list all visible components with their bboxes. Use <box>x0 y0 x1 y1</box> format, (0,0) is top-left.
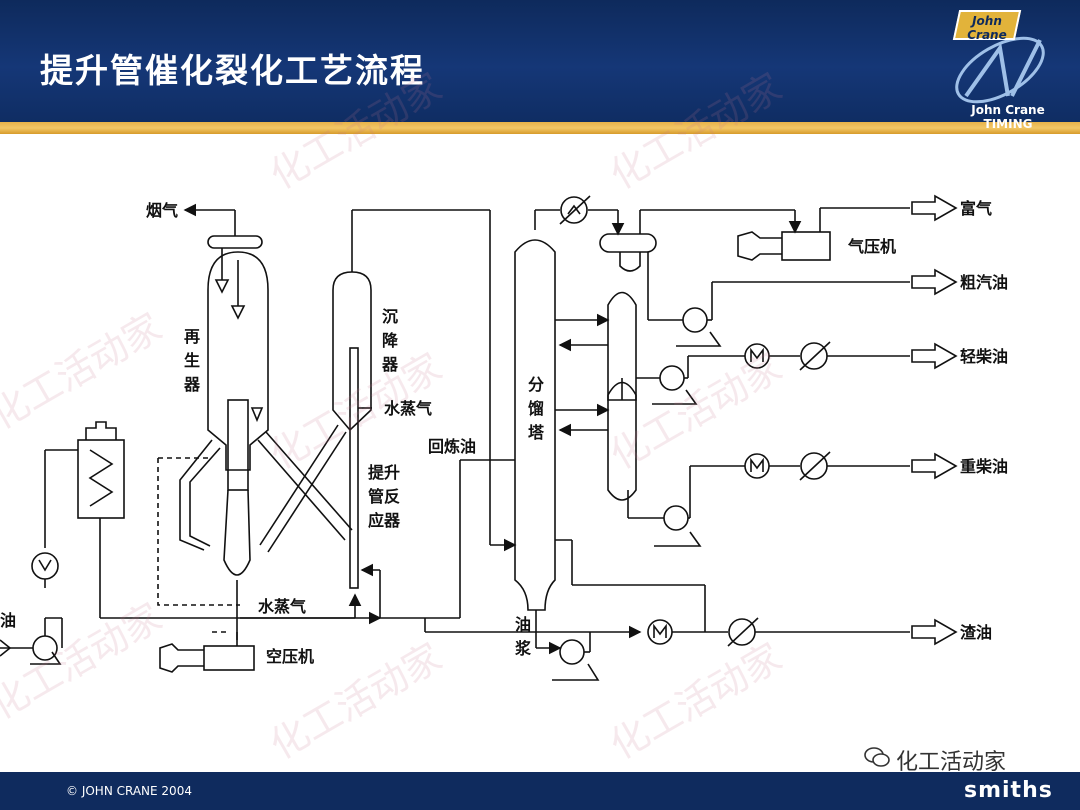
overhead-system <box>534 195 802 321</box>
fractionator-label-2: 馏 <box>528 399 544 418</box>
footer-copyright: © JOHN CRANE 2004 <box>66 784 192 798</box>
fractionator-column <box>514 239 556 611</box>
footer-bar <box>0 772 1080 810</box>
regenerator-vessel <box>183 203 269 471</box>
product-label-crude-gasoline: 粗汽油 <box>960 273 1008 292</box>
logo-badge-text: John Crane <box>967 14 1007 42</box>
product-label-light-diesel: 轻柴油 <box>960 347 1008 366</box>
gas-compressor <box>737 207 910 261</box>
page-title: 提升管催化裂化工艺流程 <box>40 51 425 90</box>
watermark-text: 化工活动家 <box>263 65 450 198</box>
product-label-rich-gas: 富气 <box>960 199 992 218</box>
riser-label-3: 应器 <box>368 511 401 530</box>
steam-label-lower: 水蒸气 <box>258 597 306 616</box>
heavy-diesel-pump <box>654 451 910 547</box>
header-stripe <box>0 122 1080 134</box>
settler-label-2: 降 <box>382 331 399 350</box>
product-label-residue: 渣油 <box>960 623 992 642</box>
settler-label-1: 沉 <box>382 307 398 326</box>
watermark-text: 化工活动家 <box>603 345 790 478</box>
steam-label-upper: 水蒸气 <box>384 399 432 418</box>
feed-pump <box>0 617 63 665</box>
side-strippers <box>555 291 664 519</box>
regenerator-label-2: 生 <box>184 351 200 370</box>
gas-compressor-label: 气压机 <box>847 237 896 256</box>
settler-label-3: 器 <box>381 355 399 374</box>
feed-oil-label: 油 <box>0 611 16 630</box>
light-diesel-pump <box>652 341 910 405</box>
riser-reactor-tube <box>223 399 264 640</box>
gasoline-pump <box>676 281 910 347</box>
logo-subtitle: John Crane TIMING <box>971 103 1045 131</box>
watermark-text: 化工活动家 <box>0 595 169 728</box>
regenerator-label-1: 再 <box>184 327 200 346</box>
air-compressor-label: 空压机 <box>266 647 314 666</box>
steam-recycle-lines <box>240 459 515 619</box>
watermark-text: 化工活动家 <box>0 305 169 438</box>
watermark-text: 化工活动家 <box>603 65 790 198</box>
residue-slurry-lines <box>424 539 910 681</box>
wechat-account-label: 化工活动家 <box>896 750 1007 775</box>
air-compressor <box>159 631 255 673</box>
recycle-oil-label: 回炼油 <box>428 437 476 456</box>
settler-vessel <box>332 209 517 589</box>
fractionator-label-3: 塔 <box>528 423 545 442</box>
slurry-label-2: 浆 <box>514 639 532 658</box>
riser-label-1: 提升 <box>368 463 400 482</box>
product-label-heavy-diesel: 重柴油 <box>960 457 1008 476</box>
wechat-icon <box>864 747 890 767</box>
regenerator-label-3: 器 <box>183 375 201 394</box>
riser-label-2: 管反 <box>368 487 400 506</box>
header-bar <box>0 0 1080 122</box>
product-arrows <box>0 194 958 657</box>
catalyst-transfer-lines <box>157 424 353 606</box>
fractionator-label-1: 分 <box>528 375 544 394</box>
slurry-label-1: 油 <box>515 615 531 634</box>
flue-gas-label: 烟气 <box>146 201 178 220</box>
watermark-text: 化工活动家 <box>603 635 790 768</box>
footer-brand-logo: smiths <box>964 778 1053 803</box>
john-crane-logo <box>955 36 1045 104</box>
